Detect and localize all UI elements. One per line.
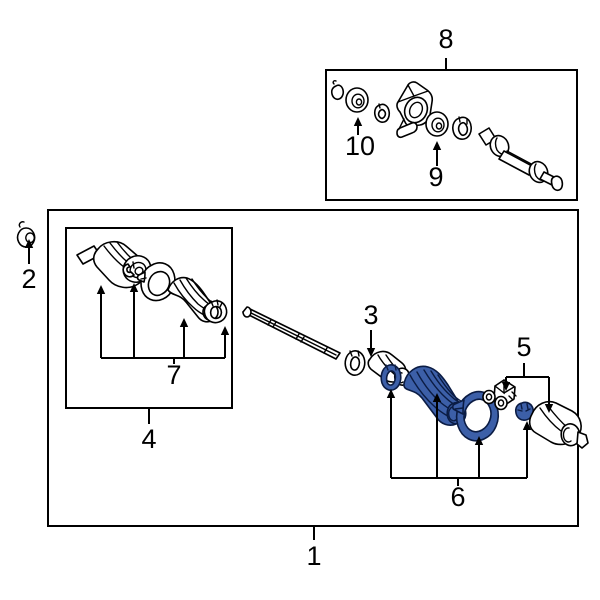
leader-callout-9 [432,141,442,166]
callout-label-10: 10 [345,131,375,161]
leader-callout-5 [501,363,554,413]
callout-label-5: 5 [516,332,531,362]
leader-callout-6 [386,389,532,486]
part-small-clip-7a [122,261,135,278]
frame-halfshaft [325,69,578,201]
part-tripod-joint-5a [482,379,517,411]
callout-label-9: 9 [428,162,443,192]
part-snap-ring-3a [344,350,366,376]
part-intermediate-shaft-8 [478,127,564,192]
part-inboard-joint-housing-5b [528,400,589,449]
part-bearing-support-bracket-8 [396,81,434,139]
callout-label-4: 4 [141,424,156,454]
part-clamp-band-7d [203,299,228,324]
callout-label-1: 1 [306,541,321,571]
leader-callout-3 [366,330,376,357]
part-snap-ring-8b [373,103,391,123]
part-snap-ring-8c [452,116,472,140]
callout-label-3: 3 [363,300,378,330]
part-boot-clamp-6a [380,364,402,391]
callout-label-7: 7 [166,360,181,390]
part-bearing-9 [425,111,449,137]
part-axle-shaft [242,306,341,360]
part-snap-ring-8a [330,80,345,101]
leader-callout-7 [96,283,230,364]
part-circlip-2 [16,221,36,248]
leader-callout-10 [353,117,363,135]
callout-label-8: 8 [438,24,453,54]
part-retaining-ring-6d [514,401,534,421]
part-clamp-band-7b [136,262,176,302]
callout-label-2: 2 [21,264,36,294]
callout-label-6: 6 [450,482,465,512]
part-bearing-10 [345,87,369,113]
leader-callout-2 [24,239,34,264]
